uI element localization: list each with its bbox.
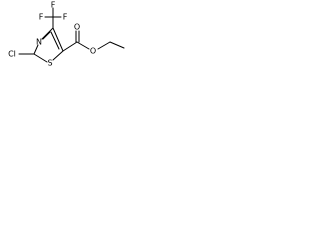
bonds bbox=[18, 7, 125, 63]
molecule-structure: F F F N S Cl O O bbox=[8, 1, 125, 68]
bond-carbonyl-o-ester bbox=[76, 41, 90, 50]
bond-s1-c5 bbox=[52, 50, 64, 61]
bond-o-ch2 bbox=[97, 41, 111, 50]
bond-c5-c4 bbox=[52, 27, 64, 52]
bond-c5-c4-inner bbox=[50, 31, 60, 50]
atom-nitrogen: N bbox=[36, 38, 42, 47]
atom-fluorine-left: F bbox=[39, 13, 44, 22]
atom-ester-oxygen: O bbox=[90, 47, 96, 56]
atom-sulfur: S bbox=[47, 59, 52, 68]
bond-c4-n3-inner bbox=[42, 31, 51, 40]
bond-c5-carbonyl bbox=[62, 41, 78, 52]
bond-n3-c2 bbox=[33, 44, 39, 55]
atom-carbonyl-oxygen: O bbox=[74, 23, 80, 32]
atom-fluorine-right: F bbox=[63, 13, 68, 22]
bond-c4-n3 bbox=[41, 27, 54, 40]
bond-ch2-ch3 bbox=[109, 41, 125, 49]
bond-c2-s1 bbox=[33, 53, 48, 63]
atom-fluorine-top: F bbox=[51, 1, 56, 10]
atom-chlorine: Cl bbox=[8, 50, 16, 59]
atom-labels: F F F N S Cl O O bbox=[8, 1, 96, 68]
